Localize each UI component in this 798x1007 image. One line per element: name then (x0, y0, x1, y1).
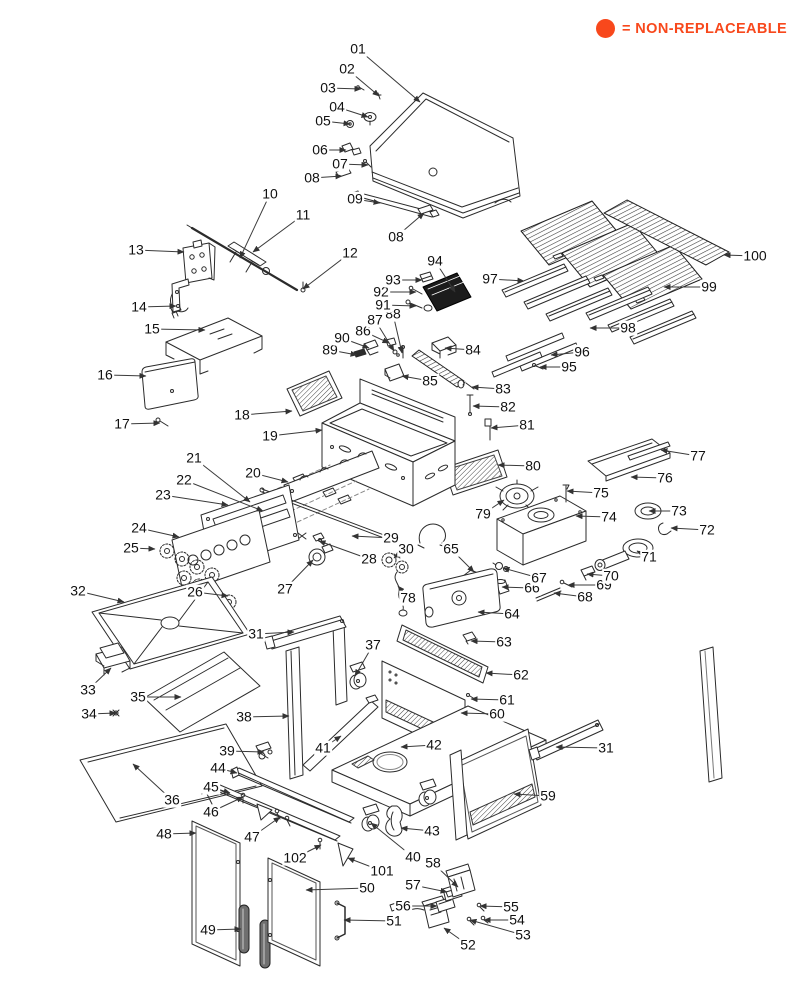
non-replaceable-dot-icon (596, 19, 615, 38)
grates-and-tamers (491, 199, 730, 378)
grease-tray-group (79, 576, 263, 823)
doors-and-bottom-hardware (191, 820, 489, 969)
cart-rear-panels (285, 621, 723, 783)
legend: = NON-REPLACEABLE (596, 19, 787, 38)
rotisserie-assembly (169, 224, 306, 319)
legend-text: = NON-REPLACEABLE (622, 20, 788, 37)
shelf-and-smoker-box (141, 317, 263, 427)
